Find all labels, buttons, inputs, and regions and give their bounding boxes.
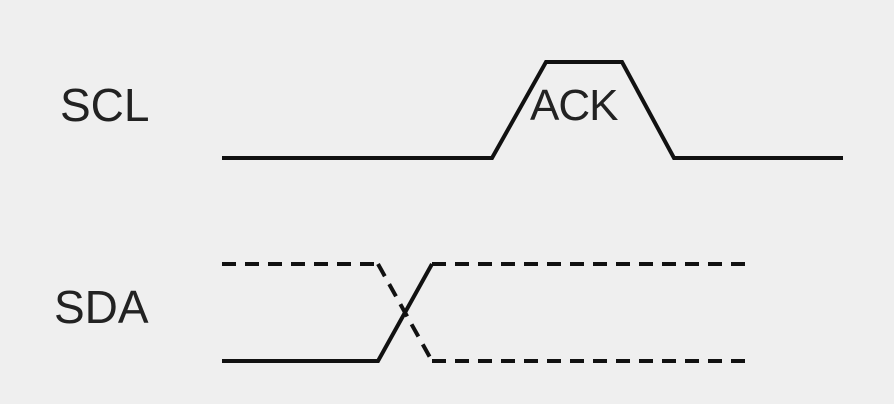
scl-waveform bbox=[222, 60, 843, 160]
sda-waveform-dashed-crossover bbox=[376, 263, 434, 362]
scl-label: SCL bbox=[60, 79, 150, 131]
sda-label: SDA bbox=[54, 281, 149, 333]
ack-annotation: ACK bbox=[530, 81, 618, 130]
sda-waveform-solid bbox=[222, 263, 434, 363]
